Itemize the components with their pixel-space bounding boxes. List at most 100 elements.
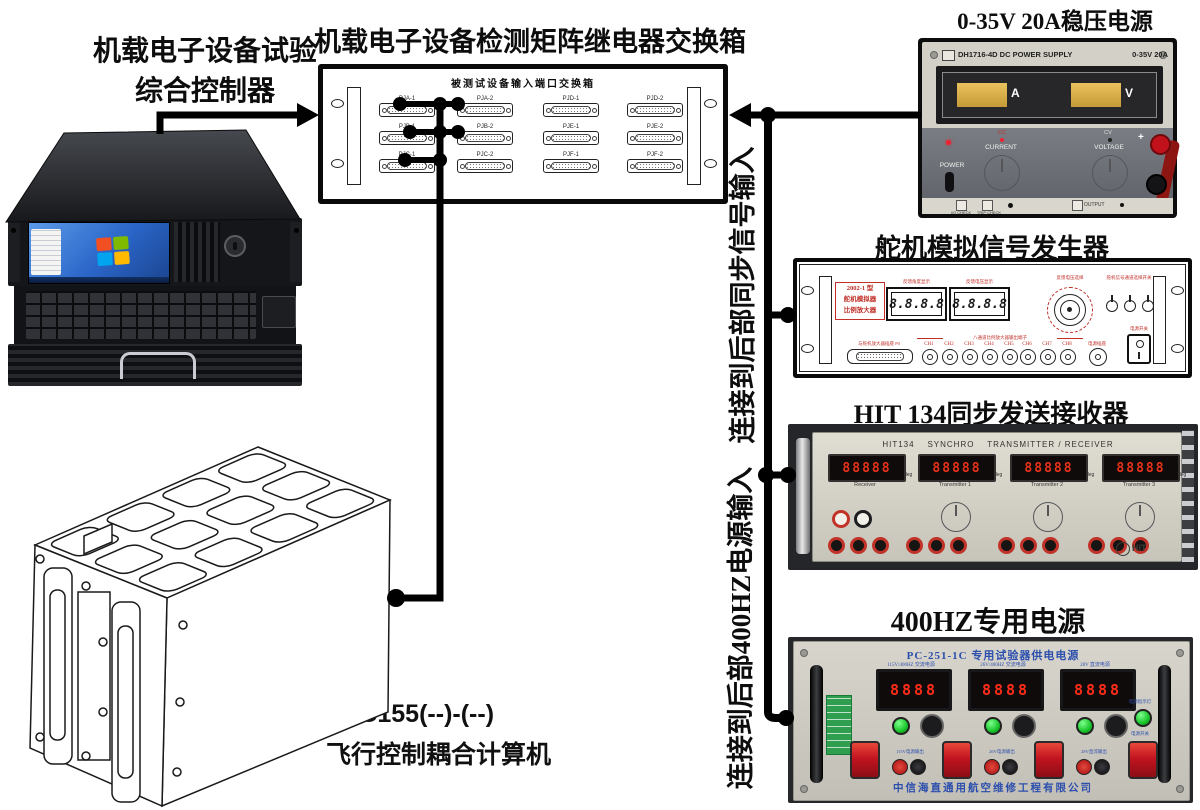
cable-junction-dot [758, 467, 774, 483]
power-socket[interactable] [1089, 348, 1107, 366]
db-connector-label: 与舵机放大器插座 P0 [858, 341, 900, 346]
toggles-label: 舵机信号通道选择开关 [1106, 275, 1152, 280]
p400-header: PC-251-1C 专用试验器供电电源 [906, 650, 1080, 662]
transmitter2-knob[interactable] [1033, 502, 1063, 532]
toggle-switch[interactable] [1142, 295, 1154, 312]
output-post-negative[interactable] [910, 759, 926, 775]
rotary-label: 反馈电压选择 [1056, 275, 1084, 280]
transmitter3-knob[interactable] [1125, 502, 1155, 532]
negative-terminal[interactable] [1146, 174, 1167, 195]
fuse-knob[interactable] [920, 714, 944, 738]
output-post-positive[interactable] [892, 759, 908, 775]
main-power-switch[interactable] [1128, 741, 1158, 779]
section-label: Transmitter 3 [1122, 482, 1156, 488]
toggle-switch[interactable] [1106, 295, 1118, 312]
fdc-plate [77, 591, 111, 761]
bnc-connector[interactable] [1060, 349, 1076, 365]
matrix-connector: PJC-2 [457, 152, 513, 173]
drawer-front [8, 344, 302, 386]
slot-hole [1171, 344, 1184, 353]
current-knob[interactable] [984, 155, 1020, 191]
indicator-led [1076, 717, 1094, 735]
voltage-knob[interactable] [1092, 155, 1128, 191]
right-trunk-cable [764, 113, 780, 722]
section-label: Transmitter 2 [1030, 482, 1064, 488]
check1-label: I/O CHECK [950, 210, 972, 215]
output-post-positive[interactable] [1076, 759, 1092, 775]
channel-power-switch[interactable] [942, 741, 972, 779]
bnc-connector[interactable] [1002, 349, 1018, 365]
psu-bottom-strip: I/O CHECK TRIP CHECK OUTPUT [922, 198, 1173, 215]
p400-title: 400HZ专用电源 [890, 607, 1086, 638]
matrix-connector: PJE-1 [543, 124, 599, 145]
io-check-button[interactable] [956, 200, 967, 211]
slot-hole [801, 286, 814, 295]
channel-label: CH1 [924, 342, 934, 347]
feedback-voltage-meter: 8.8.8.8 [949, 287, 1010, 321]
channel-power-switch[interactable] [850, 741, 880, 779]
banana-jack[interactable] [928, 537, 945, 554]
brand-logo-icon [942, 50, 955, 61]
bnc-connector[interactable] [982, 349, 998, 365]
matrix-slot-hole [704, 99, 717, 108]
output-post-negative[interactable] [1094, 759, 1110, 775]
banana-jack[interactable] [1042, 537, 1059, 554]
section-label: Receiver [854, 482, 876, 488]
fdc-left-face [29, 543, 168, 808]
mount-bar [819, 276, 832, 364]
ear-hole [11, 228, 16, 233]
positive-terminal[interactable] [1150, 134, 1171, 155]
fdc-screws [35, 554, 188, 777]
output-button[interactable] [1072, 200, 1083, 211]
banana-jack[interactable] [828, 537, 845, 554]
indicator-led [892, 717, 910, 735]
controller-bezel [8, 218, 302, 286]
psu-meter-window: A V [936, 66, 1163, 124]
fuse-knob[interactable] [1104, 714, 1128, 738]
cc-led [1000, 138, 1004, 142]
banana-jack[interactable] [998, 537, 1015, 554]
power-toggle[interactable] [945, 172, 954, 192]
output-post-negative[interactable] [1002, 759, 1018, 775]
matrix-connector: PJE-2 [627, 124, 683, 145]
keyboard [26, 291, 256, 339]
rotary-selector[interactable] [1054, 294, 1086, 326]
banana-jack[interactable] [872, 537, 889, 554]
psu-panel: DH1716-4D DC POWER SUPPLY 0-35V 20A A V … [922, 42, 1181, 215]
bnc-connector[interactable] [1040, 349, 1056, 365]
banana-jack[interactable] [1020, 537, 1037, 554]
output-post-positive[interactable] [984, 759, 1000, 775]
hit-logo-icon [1116, 542, 1130, 556]
banana-jack[interactable] [850, 537, 867, 554]
channel-power-switch[interactable] [1034, 741, 1064, 779]
power-led [946, 140, 951, 145]
fdc-top-connector [83, 522, 113, 556]
controller-title-line1: 机载电子设备试验 [92, 36, 317, 67]
ear-hole [294, 228, 299, 233]
receiver-jack[interactable] [832, 510, 850, 528]
p400-unit: PC-251-1C 专用试验器供电电源 115V/400HZ 交流电源 26V/… [788, 637, 1193, 803]
power-indicator-label: 电源指示灯 [1128, 699, 1152, 704]
banana-jack[interactable] [1132, 537, 1149, 554]
banana-jack[interactable] [1088, 537, 1105, 554]
trip-check-button[interactable] [982, 200, 993, 211]
bnc-connector[interactable] [962, 349, 978, 365]
rocker-switch[interactable] [1127, 334, 1151, 364]
transmitter1-knob[interactable] [941, 502, 971, 532]
bnc-connector[interactable] [942, 349, 958, 365]
banana-jack[interactable] [950, 537, 967, 554]
receiver-jack[interactable] [854, 510, 872, 528]
matrix-exchange-box: 被测试设备输入端口交换箱 PJA-1 PJA-2 PJD-1 PJD-2 PJB… [318, 64, 728, 204]
toggle-switch[interactable] [1124, 295, 1136, 312]
fuse-knob[interactable] [1012, 714, 1036, 738]
receiver-display: 88888 [828, 454, 906, 482]
matrix-title: 机载电子设备检测矩阵继电器交换箱 [314, 27, 746, 57]
bnc-connector[interactable] [1020, 349, 1036, 365]
matrix-connector: PJC-1 [379, 152, 435, 173]
bnc-connector[interactable] [922, 349, 938, 365]
deg-label: deg [994, 472, 1003, 478]
indicator-led [984, 717, 1002, 735]
matrix-connector: PJF-1 [543, 152, 599, 173]
p400-handle [810, 665, 823, 783]
banana-jack[interactable] [906, 537, 923, 554]
